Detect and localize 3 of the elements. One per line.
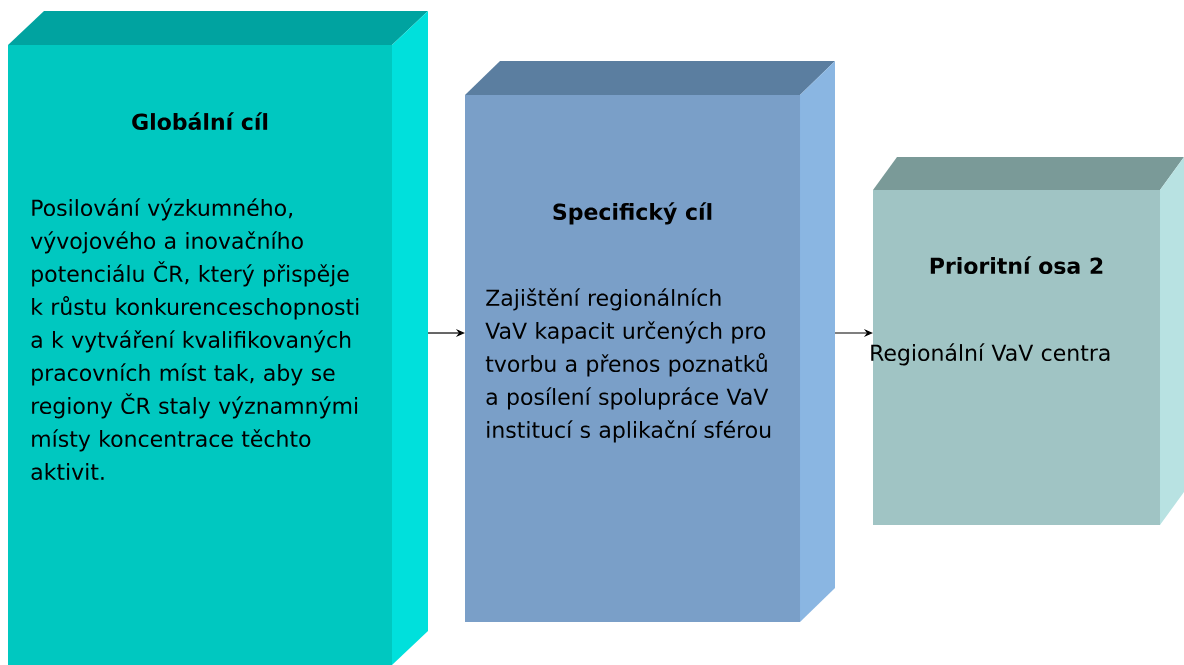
box-3d: Specifický cíl Zajištění regionálních VaV kapacit určených pro tvorbu a přenos poznatků a posílení spolupráce VaV institucí s aplikační sférou: [465, 61, 835, 622]
box-3d: Globální cíl Posilování výzkumného, vývojového a inovačního potenciálu ČR, který přispěje k růstu konkurenceschopnosti a k vytváření kvalifikovaných pracovních míst tak, aby se regiony ČR staly významnými místy koncentrace těchto aktivit.: [8, 11, 428, 665]
box-3d: Prioritní osa 2 Regionální VaV centra: [871, 157, 1184, 525]
